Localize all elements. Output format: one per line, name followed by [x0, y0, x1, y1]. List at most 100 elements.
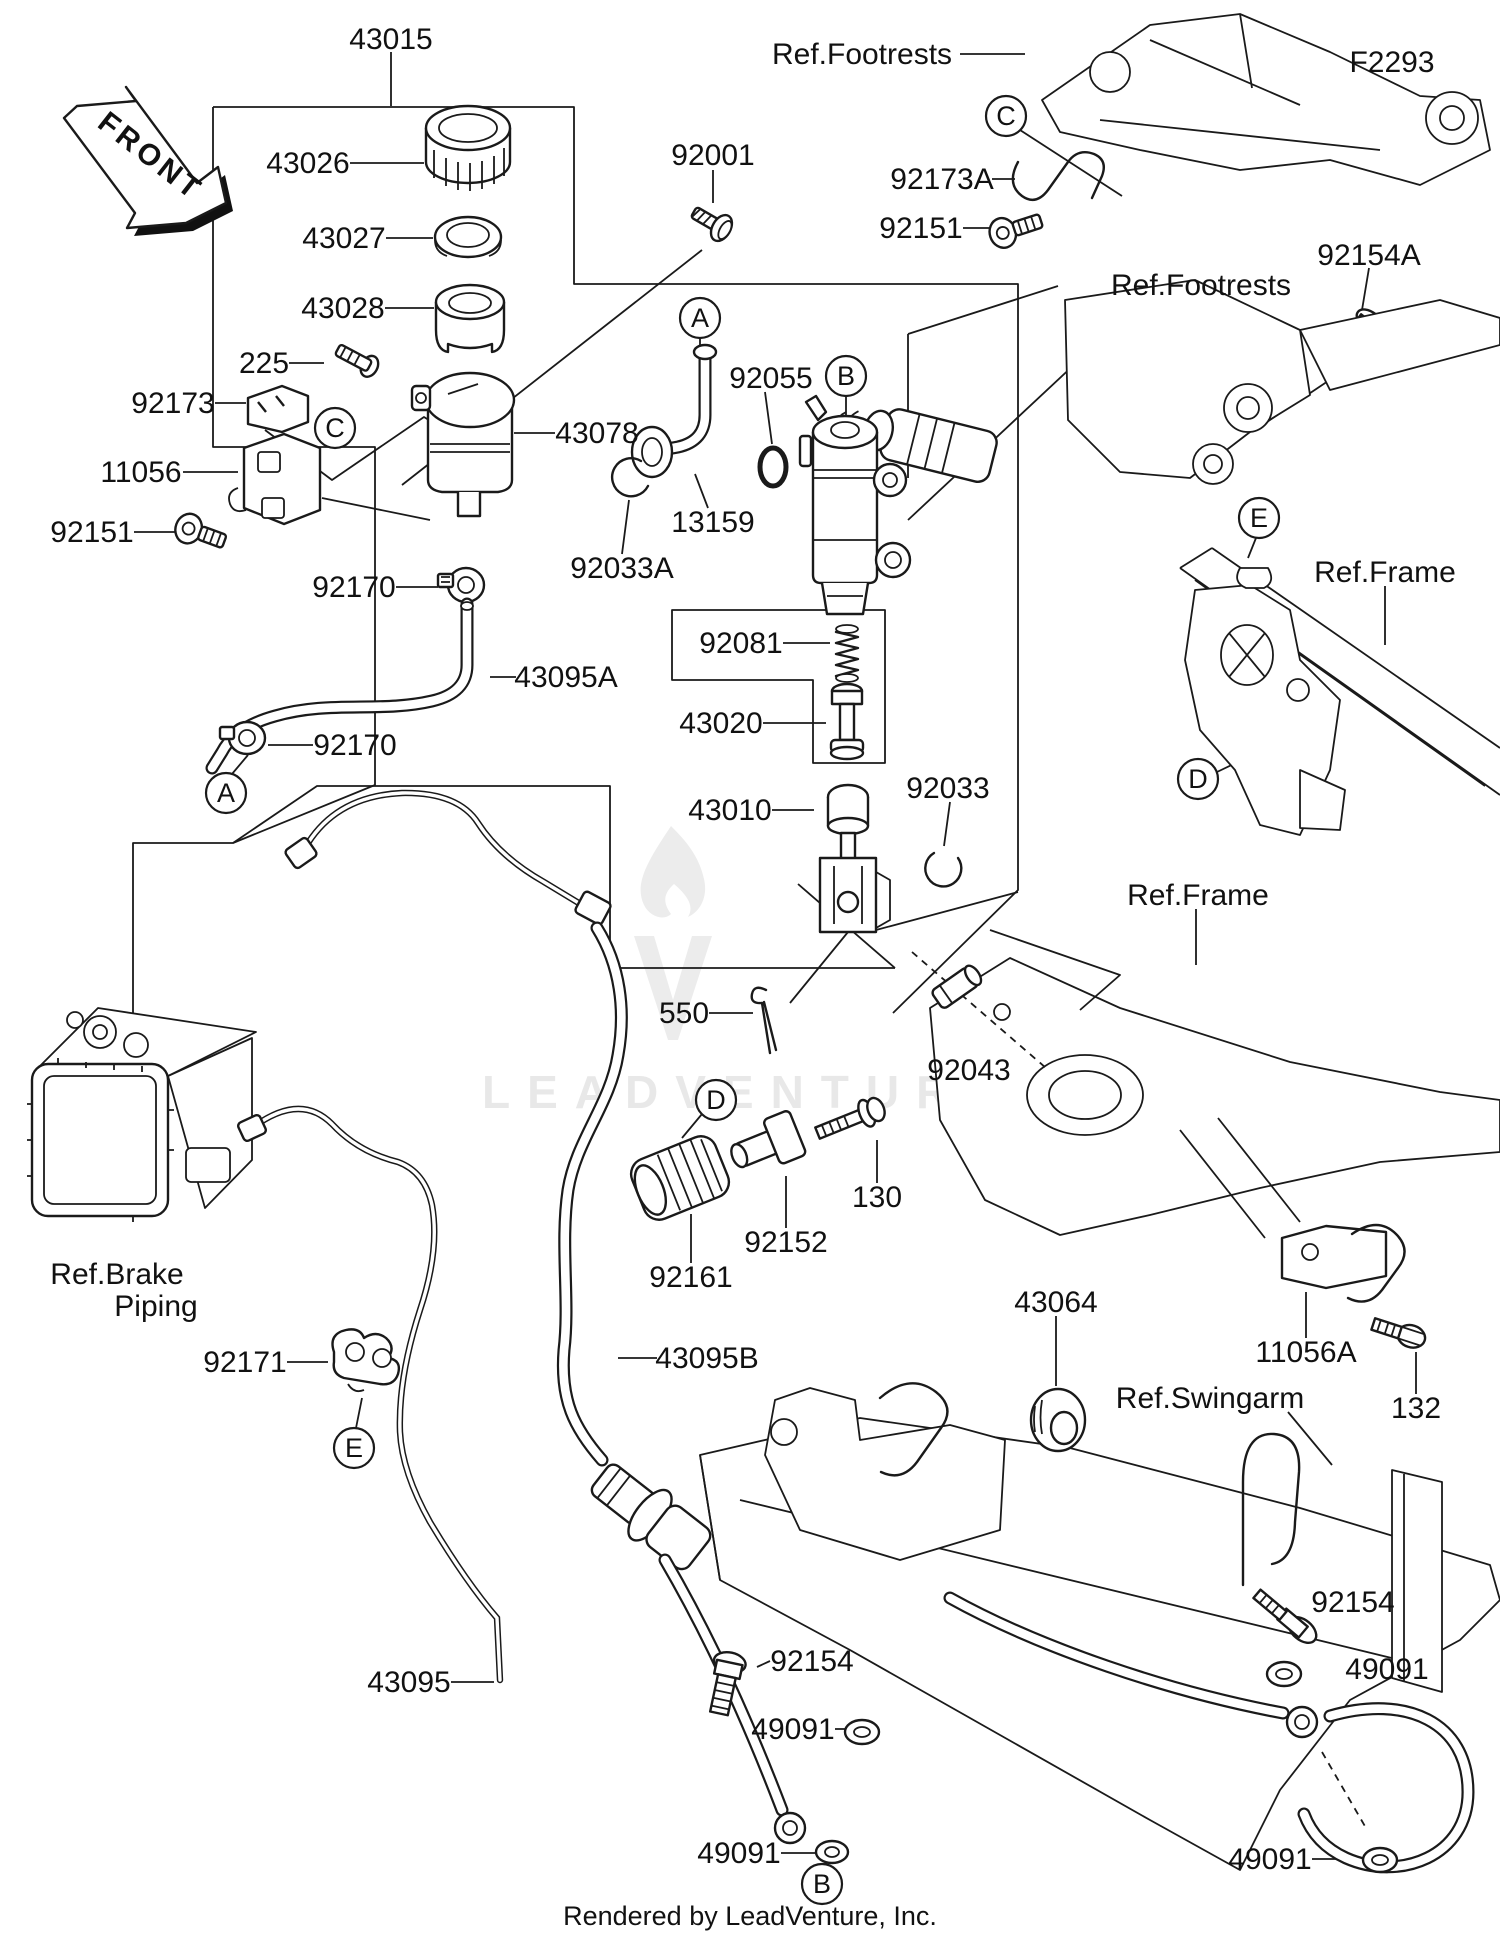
oring-92055-drawing	[757, 445, 789, 489]
ref-marker-letter: C	[996, 101, 1016, 131]
footer-credit: Rendered by LeadVenture, Inc.	[563, 1901, 937, 1931]
part-label-43010: 43010	[688, 794, 771, 827]
washer-hole	[853, 1726, 871, 1738]
part-label-92171: 92171	[203, 1346, 286, 1379]
parts-artwork	[27, 13, 1500, 1874]
ref-marker-b: B	[824, 354, 868, 398]
spring-92081-drawing	[834, 624, 860, 683]
part-label-550: 550	[659, 997, 709, 1030]
brake-pipe-lower-drawing	[237, 1105, 504, 1684]
part-label-92055: 92055	[729, 362, 812, 395]
part-label-92151: 92151	[879, 212, 962, 245]
rear-hose-loop-drawing	[943, 1591, 1475, 1874]
part-label-43095a: 43095A	[514, 661, 617, 694]
part-label-piping: Piping	[114, 1290, 197, 1323]
part-label-92161: 92161	[649, 1261, 732, 1294]
bracket-11056-drawing	[228, 432, 322, 526]
part-label-43095: 43095	[367, 1666, 450, 1699]
cap-diaphragm-plate-drawing	[433, 215, 503, 259]
part-label-ref-brake: Ref.Brake	[50, 1258, 183, 1291]
part-label-11056a: 11056A	[1255, 1336, 1356, 1369]
hose-fitting-drawing	[590, 1463, 712, 1571]
part-label-43027: 43027	[302, 222, 385, 255]
footrest-reference-right-drawing	[836, 279, 1500, 485]
pushrod-43010-drawing	[818, 783, 891, 934]
ref-marker-letter: D	[1188, 764, 1208, 794]
piston-43020-drawing	[829, 682, 865, 761]
screw-92001-drawing	[690, 206, 734, 243]
pin-92043-drawing	[931, 964, 983, 1009]
bolt-132-drawing	[1370, 1317, 1427, 1349]
washer-hole	[1371, 1854, 1389, 1866]
bolt-130-drawing	[814, 1096, 886, 1140]
reservoir-cap-drawing	[424, 104, 512, 191]
part-label-ref-footrests: Ref.Footrests	[1111, 269, 1291, 302]
banjo-bolt-92154-right-drawing	[1252, 1588, 1318, 1644]
screw-92151-left-drawing	[174, 512, 228, 549]
ref-marker-a: A	[678, 296, 722, 340]
part-label-43015: 43015	[349, 23, 432, 56]
footrest-reference-top-drawing	[1041, 13, 1491, 186]
circlip-92033a-drawing	[610, 457, 650, 498]
banjo-bolt-92154-mid-drawing	[708, 1650, 747, 1717]
clamp-92171-drawing	[331, 1328, 401, 1393]
bracket-92173-drawing	[246, 384, 310, 434]
ref-marker-letter: E	[1250, 503, 1268, 533]
abs-unit-drawing	[27, 1007, 257, 1218]
watermark-text: LEADVENTURE	[482, 1066, 1014, 1118]
part-label-92170: 92170	[312, 571, 395, 604]
part-label-49091: 49091	[697, 1837, 780, 1870]
ref-marker-letter: C	[325, 413, 345, 443]
hose-43095b-drawing	[556, 921, 628, 1467]
part-label-92033a: 92033A	[570, 552, 673, 585]
clamp-92170-lower-drawing	[218, 720, 267, 756]
reservoir-43078-drawing	[410, 371, 516, 518]
part-label-92154: 92154	[770, 1645, 853, 1678]
damper-92161-drawing	[629, 1135, 731, 1221]
part-label-92173: 92173	[131, 387, 214, 420]
leadventure-watermark-logo: LEADVENTURE	[482, 826, 1014, 1118]
clamp-92170-upper-drawing	[436, 566, 486, 604]
part-label-92001: 92001	[671, 139, 754, 172]
part-label-92152: 92152	[744, 1226, 827, 1259]
part-label-13159: 13159	[671, 506, 754, 539]
part-label-ref-frame: Ref.Frame	[1127, 879, 1269, 912]
part-label-ref-footrests: Ref.Footrests	[772, 38, 952, 71]
part-label-43095b: 43095B	[655, 1342, 758, 1375]
part-label-130: 130	[852, 1181, 902, 1214]
ref-marker-c: C	[313, 406, 357, 450]
screw-225-drawing	[334, 343, 380, 378]
circlip-92033-drawing	[924, 851, 963, 888]
ref-marker-c: C	[984, 94, 1028, 138]
part-label-92043: 92043	[927, 1054, 1010, 1087]
part-label-92154: 92154	[1311, 1586, 1394, 1619]
ref-marker-letter: A	[217, 778, 235, 808]
hose-clip-92173a-drawing	[1011, 151, 1105, 202]
part-label-225: 225	[239, 347, 289, 380]
part-label-ref-frame: Ref.Frame	[1314, 556, 1456, 589]
ref-marker-b: B	[800, 1862, 844, 1906]
part-label-43020: 43020	[679, 707, 762, 740]
part-label-43064: 43064	[1014, 1286, 1097, 1319]
ref-marker-d: D	[1176, 757, 1220, 801]
ref-marker-letter: D	[706, 1085, 726, 1115]
screw-92151-top-drawing	[988, 213, 1044, 249]
cotter-pin-550-drawing	[750, 986, 778, 1055]
ref-marker-letter: B	[813, 1869, 831, 1899]
part-label-43028: 43028	[301, 292, 384, 325]
ref-marker-letter: E	[345, 1433, 363, 1463]
part-label-92154a: 92154A	[1317, 239, 1420, 272]
ref-marker-letter: B	[837, 361, 855, 391]
brake-pipe-upper-drawing	[284, 789, 612, 926]
part-label-ref-swingarm: Ref.Swingarm	[1116, 1382, 1304, 1415]
bracket-11056a-drawing	[1280, 1223, 1406, 1303]
ref-marker-a: A	[204, 771, 248, 815]
ref-marker-letter: A	[691, 303, 709, 333]
ref-marker-e: E	[332, 1426, 376, 1470]
frame-reference-lower-drawing	[911, 929, 1500, 1239]
zone-outlines	[132, 106, 1019, 1222]
part-label-92170: 92170	[313, 729, 396, 762]
front-direction-arrow: FRONT	[62, 85, 233, 236]
